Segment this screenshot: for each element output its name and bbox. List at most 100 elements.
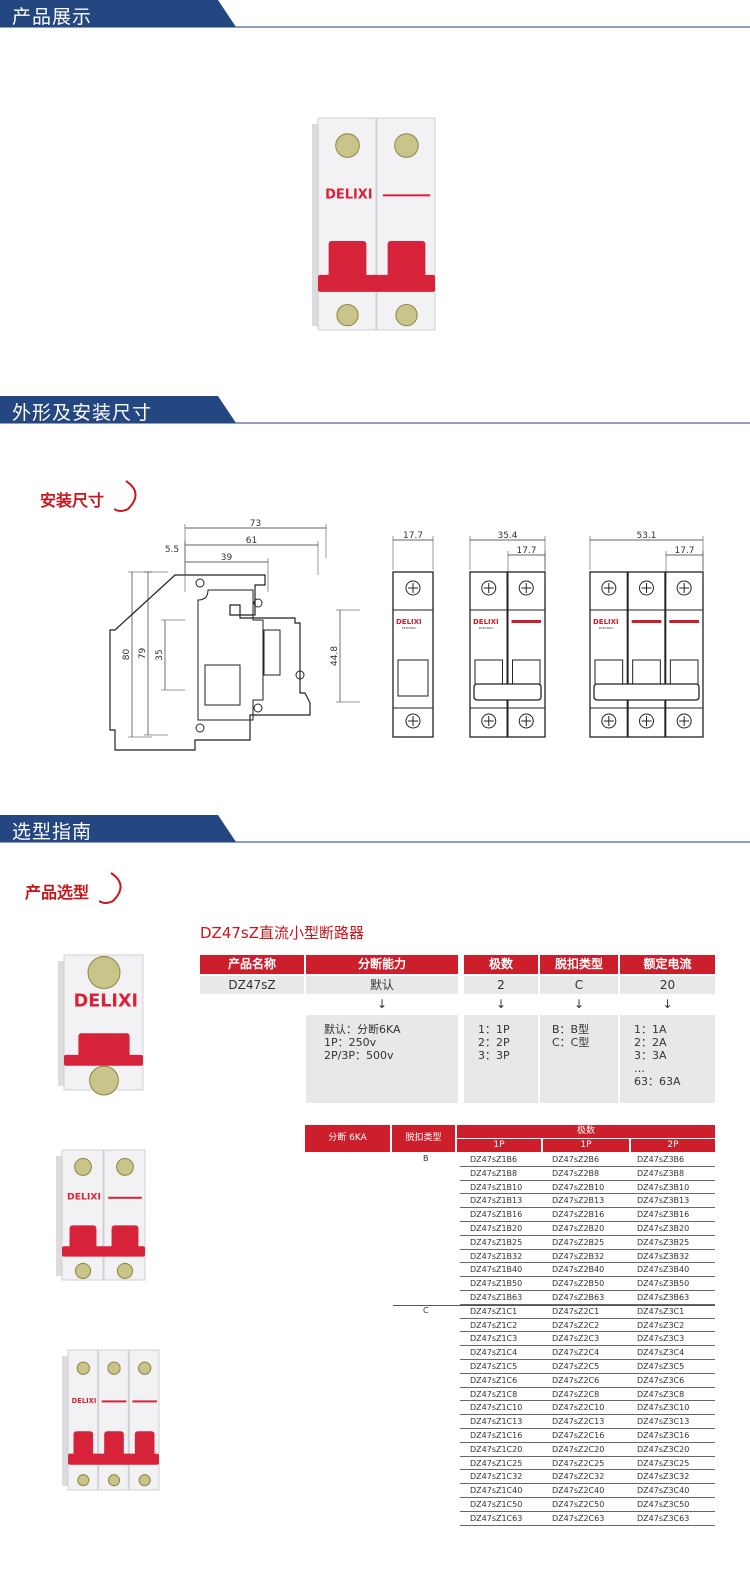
model-code: DZ47sZ3C6 [637,1375,685,1385]
model-code: DZ47sZ2C6 [552,1375,600,1385]
model-code: DZ47sZ1B6 [470,1155,518,1164]
model-code: DZ47sZ2C3 [552,1334,600,1344]
model-code: DZ47sZ1B40 [470,1265,523,1275]
table-row: DZ47sZ1C5 DZ47sZ2C5 DZ47sZ3C5 [460,1360,715,1374]
model-code: DZ47sZ1C5 [470,1362,518,1371]
svg-text:DELIXI: DELIXI [74,991,139,1011]
model-code: DZ47sZ3B20 [637,1224,690,1233]
product-photo-3p: DELIXI [62,1349,160,1491]
option-line: B：B型 [552,1023,590,1036]
model-code: DZ47sZ1C8 [470,1389,518,1399]
trip-type: C [423,1305,429,1315]
model-code: DZ47sZ2C2 [552,1320,600,1330]
dim-79: 79 [138,571,168,736]
option-line: 默认：分断6KA [324,1023,401,1036]
dim-35: 35 [155,619,185,691]
selector-header: 脱扣类型 [540,955,618,974]
model-code: DZ47sZ2C5 [552,1362,600,1371]
svg-text:ELECTRIC: ELECTRIC [599,626,613,630]
model-code: DZ47sZ1C1 [470,1306,518,1316]
model-code: DZ47sZ2C1 [552,1306,600,1316]
dimension-label: 61 [246,536,257,546]
model-code: DZ47sZ3C20 [637,1444,690,1454]
option-line: 3：3A [634,1049,667,1062]
model-code: DZ47sZ2C8 [552,1389,600,1399]
model-code: DZ47sZ3C63 [637,1513,690,1523]
model-code: DZ47sZ3B40 [637,1265,690,1275]
model-code: DZ47sZ3C16 [637,1431,690,1440]
option-line: 2P/3P：500v [324,1049,394,1062]
svg-text:DELIXI: DELIXI [473,618,499,626]
trip-type: B [423,1154,429,1163]
model-code: DZ47sZ3C3 [637,1334,685,1344]
model-code: DZ47sZ3C5 [637,1362,685,1371]
down-arrow-icon: ↓ [573,997,585,1011]
option-line: 2：2P [478,1036,510,1049]
selector-value: 默认 [306,976,458,994]
product-title: DZ47sZ直流小型断路器 [200,924,365,942]
svg-text:ELECTRIC: ELECTRIC [479,626,493,630]
model-code: DZ47sZ2B16 [552,1210,605,1220]
dim-61: 61 [184,536,319,575]
down-arrow-icon: ↓ [376,997,388,1011]
model-code: DZ47sZ2B50 [552,1279,605,1289]
model-code: DZ47sZ3B16 [637,1210,690,1220]
down-arrow-icon: ↓ [662,997,673,1011]
model-code: DZ47sZ3C13 [637,1417,690,1427]
dim-3p-pole: 17.7 [665,546,704,585]
header-pole-col: 1P [457,1139,541,1152]
header-trip: 脱扣类型 [392,1125,455,1152]
model-code: DZ47sZ2B10 [552,1182,605,1192]
option-line: 2：2A [634,1036,667,1049]
model-code: DZ47sZ2B13 [552,1196,605,1206]
model-code: DZ47sZ2C25 [552,1458,605,1468]
section-title: 外形及安装尺寸 [12,402,153,424]
option-line: 1：1P [478,1023,510,1036]
model-code: DZ47sZ2B8 [552,1168,600,1178]
model-code: DZ47sZ3B63 [637,1293,690,1302]
model-code: DZ47sZ2C10 [552,1403,605,1413]
selector-value: DZ47sZ [200,976,304,994]
svg-text:DELIXI: DELIXI [396,618,422,626]
model-code: DZ47sZ2B6 [552,1155,600,1164]
option-line: 1P：250v [324,1036,377,1049]
model-code: DZ47sZ1C10 [470,1403,523,1413]
svg-text:5.5: 5.5 [165,545,179,555]
model-code: DZ47sZ1C13 [470,1417,523,1427]
svg-text:DELIXI: DELIXI [72,1397,97,1405]
selector-value: C [540,976,618,994]
option-line: C：C型 [552,1036,590,1049]
subheading-install: 安装尺寸 [40,480,137,512]
model-code: DZ47sZ2C40 [552,1486,605,1496]
header-capacity: 分断 6KA [305,1125,390,1152]
model-code: DZ47sZ2B40 [552,1265,605,1275]
model-code: DZ47sZ1C16 [470,1431,523,1440]
dimension-label: 39 [221,553,233,563]
model-code: DZ47sZ1B32 [470,1251,523,1261]
dimension-label: 17.7 [516,546,536,556]
down-arrow-icon: ↓ [495,997,507,1011]
selector-header: 分断能力 [306,955,458,974]
model-code: DZ47sZ3B50 [637,1279,690,1289]
dimension-label: 53.1 [636,531,656,541]
svg-text:35: 35 [155,649,165,660]
model-code: DZ47sZ2C32 [552,1472,605,1482]
